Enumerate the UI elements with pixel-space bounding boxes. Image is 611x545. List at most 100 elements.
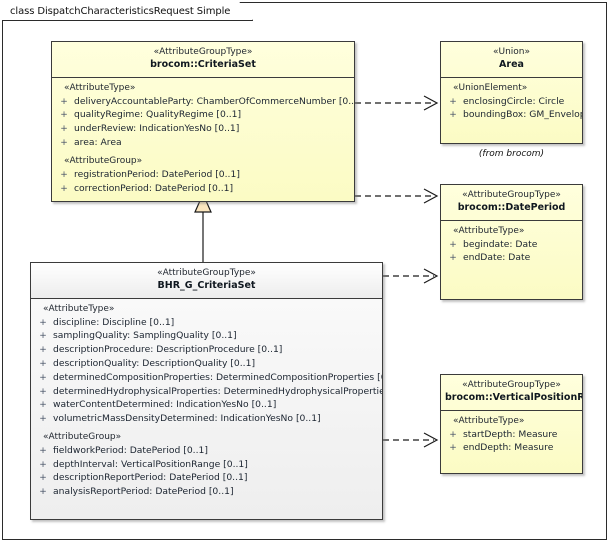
- visibility-marker: +: [39, 414, 47, 425]
- class-name: brocom::DatePeriod: [457, 201, 566, 213]
- attribute-row[interactable]: + startDepth: Measure: [443, 428, 580, 442]
- attribute-signature: endDate: Date: [463, 252, 531, 264]
- attribute-row[interactable]: + deliveryAccountableParty: ChamberOfCom…: [54, 95, 355, 109]
- attribute-row[interactable]: + registrationPeriod: DatePeriod [0..1]: [54, 168, 352, 182]
- visibility-marker: +: [449, 110, 457, 121]
- attribute-row[interactable]: + area: Area: [54, 136, 352, 150]
- visibility-marker: +: [60, 124, 68, 135]
- visibility-marker: +: [60, 137, 68, 148]
- attribute-row[interactable]: + enclosingCircle: Circle: [443, 95, 580, 109]
- diagram-frame: [2, 2, 607, 540]
- attribute-signature: descriptionQuality: DescriptionQuality […: [53, 357, 256, 369]
- class-box-area[interactable]: «Union» Area «UnionElement» + enclosingC…: [440, 41, 583, 144]
- attribute-row[interactable]: + descriptionProcedure: DescriptionProce…: [33, 343, 380, 357]
- class-body-dateperiod: «AttributeType» + begindate: Date + endD…: [441, 221, 582, 299]
- attribute-group-label: «AttributeType»: [64, 82, 136, 93]
- class-header-criteriaset: «AttributeGroupType» brocom::CriteriaSet: [52, 42, 354, 78]
- attribute-signature: analysisReportPeriod: DatePeriod [0..1]: [53, 486, 234, 498]
- diagram-title-label: class DispatchCharacteristicsRequest Sim…: [10, 5, 231, 17]
- visibility-marker: +: [60, 96, 68, 107]
- visibility-marker: +: [39, 386, 47, 397]
- attribute-signature: correctionPeriod: DatePeriod [0..1]: [74, 182, 234, 194]
- attribute-signature: registrationPeriod: DatePeriod [0..1]: [74, 168, 240, 180]
- class-name: BHR_G_CriteriaSet: [157, 279, 256, 291]
- attribute-row[interactable]: + begindate: Date: [443, 238, 580, 252]
- attribute-row[interactable]: + determinedHydrophysicalProperties: Det…: [33, 385, 383, 399]
- attribute-signature: qualityRegime: QualityRegime [0..1]: [74, 109, 242, 121]
- attribute-signature: begindate: Date: [463, 238, 538, 250]
- visibility-marker: +: [39, 331, 47, 342]
- attribute-group-label: «UnionElement»: [453, 82, 528, 93]
- attribute-signature: endDepth: Measure: [463, 442, 554, 454]
- attribute-row[interactable]: + boundingBox: GM_Envelope: [443, 108, 583, 122]
- attribute-row[interactable]: + descriptionQuality: DescriptionQuality…: [33, 357, 380, 371]
- class-stereotype: «AttributeGroupType»: [157, 268, 256, 278]
- visibility-marker: +: [39, 400, 47, 411]
- attribute-row[interactable]: + underReview: IndicationYesNo [0..1]: [54, 122, 352, 136]
- attribute-signature: underReview: IndicationYesNo [0..1]: [74, 123, 240, 135]
- attribute-group-label: «AttributeType»: [453, 415, 525, 426]
- attribute-signature: area: Area: [74, 136, 122, 148]
- attribute-signature: discipline: Discipline [0..1]: [53, 316, 175, 328]
- class-stereotype: «AttributeGroupType»: [462, 190, 561, 200]
- attribute-row[interactable]: + discipline: Discipline [0..1]: [33, 316, 380, 330]
- attribute-row[interactable]: + qualityRegime: QualityRegime [0..1]: [54, 108, 352, 122]
- attribute-signature: descriptionReportPeriod: DatePeriod [0..…: [53, 472, 248, 484]
- class-stereotype: «Union»: [492, 47, 530, 57]
- visibility-marker: +: [39, 459, 47, 470]
- visibility-marker: +: [60, 110, 68, 121]
- class-header-dateperiod: «AttributeGroupType» brocom::DatePeriod: [441, 185, 582, 221]
- class-body-bhr-criteriaset: «AttributeType» + discipline: Discipline…: [31, 299, 382, 505]
- class-box-dateperiod[interactable]: «AttributeGroupType» brocom::DatePeriod …: [440, 184, 583, 300]
- class-name: brocom::CriteriaSet: [150, 58, 256, 70]
- attribute-signature: waterContentDetermined: IndicationYesNo …: [53, 399, 277, 411]
- attribute-row[interactable]: + determinedCompositionProperties: Deter…: [33, 371, 383, 385]
- attribute-signature: startDepth: Measure: [463, 428, 558, 440]
- attribute-row[interactable]: + descriptionReportPeriod: DatePeriod [0…: [33, 471, 380, 485]
- class-name: Area: [499, 58, 524, 70]
- attribute-row[interactable]: + samplingQuality: SamplingQuality [0..1…: [33, 329, 380, 343]
- attribute-row[interactable]: + depthInterval: VerticalPositionRange […: [33, 458, 380, 472]
- visibility-marker: +: [449, 443, 457, 454]
- attribute-signature: fieldworkPeriod: DatePeriod [0..1]: [53, 444, 208, 456]
- attribute-row[interactable]: + endDepth: Measure: [443, 441, 580, 455]
- visibility-marker: +: [39, 317, 47, 328]
- visibility-marker: +: [39, 345, 47, 356]
- class-box-verticalpositionrange[interactable]: «AttributeGroupType» brocom::VerticalPos…: [440, 374, 583, 474]
- attribute-signature: volumetricMassDensityDetermined: Indicat…: [53, 413, 321, 425]
- attribute-signature: depthInterval: VerticalPositionRange [0.…: [53, 458, 248, 470]
- visibility-marker: +: [39, 445, 47, 456]
- visibility-marker: +: [60, 183, 68, 194]
- attribute-signature: deliveryAccountableParty: ChamberOfComme…: [74, 95, 355, 107]
- class-box-bhr-criteriaset[interactable]: «AttributeGroupType» BHR_G_CriteriaSet «…: [30, 262, 383, 520]
- class-header-bhr-criteriaset: «AttributeGroupType» BHR_G_CriteriaSet: [31, 263, 382, 299]
- attribute-group-label: «AttributeType»: [453, 225, 525, 236]
- attribute-group-label: «AttributeGroup»: [64, 155, 143, 166]
- attribute-signature: determinedCompositionProperties: Determi…: [53, 371, 383, 383]
- class-name: brocom::VerticalPositionRange: [445, 391, 583, 403]
- attribute-row[interactable]: + waterContentDetermined: IndicationYesN…: [33, 398, 380, 412]
- attribute-row[interactable]: + fieldworkPeriod: DatePeriod [0..1]: [33, 444, 380, 458]
- attribute-signature: enclosingCircle: Circle: [463, 95, 565, 107]
- visibility-marker: +: [449, 96, 457, 107]
- attribute-signature: samplingQuality: SamplingQuality [0..1]: [53, 330, 237, 342]
- class-box-criteriaset[interactable]: «AttributeGroupType» brocom::CriteriaSet…: [51, 41, 355, 203]
- visibility-marker: +: [39, 358, 47, 369]
- visibility-marker: +: [39, 487, 47, 498]
- attribute-signature: determinedHydrophysicalProperties: Deter…: [53, 385, 383, 397]
- attribute-row[interactable]: + correctionPeriod: DatePeriod [0..1]: [54, 182, 352, 196]
- visibility-marker: +: [449, 253, 457, 264]
- attribute-group-label: «AttributeGroup»: [43, 431, 122, 442]
- visibility-marker: +: [60, 169, 68, 180]
- class-body-area: «UnionElement» + enclosingCircle: Circle…: [441, 78, 582, 143]
- attribute-row[interactable]: + analysisReportPeriod: DatePeriod [0..1…: [33, 485, 380, 499]
- attribute-signature: descriptionProcedure: DescriptionProcedu…: [53, 344, 283, 356]
- attribute-row[interactable]: + endDate: Date: [443, 251, 580, 265]
- package-origin-note-area: (from brocom): [478, 149, 545, 159]
- class-stereotype: «AttributeGroupType»: [462, 380, 561, 390]
- diagram-title-tab: class DispatchCharacteristicsRequest Sim…: [2, 2, 253, 21]
- attribute-row[interactable]: + volumetricMassDensityDetermined: Indic…: [33, 412, 380, 426]
- class-body-criteriaset: «AttributeType» + deliveryAccountablePar…: [52, 78, 354, 202]
- attribute-signature: boundingBox: GM_Envelope: [463, 109, 583, 121]
